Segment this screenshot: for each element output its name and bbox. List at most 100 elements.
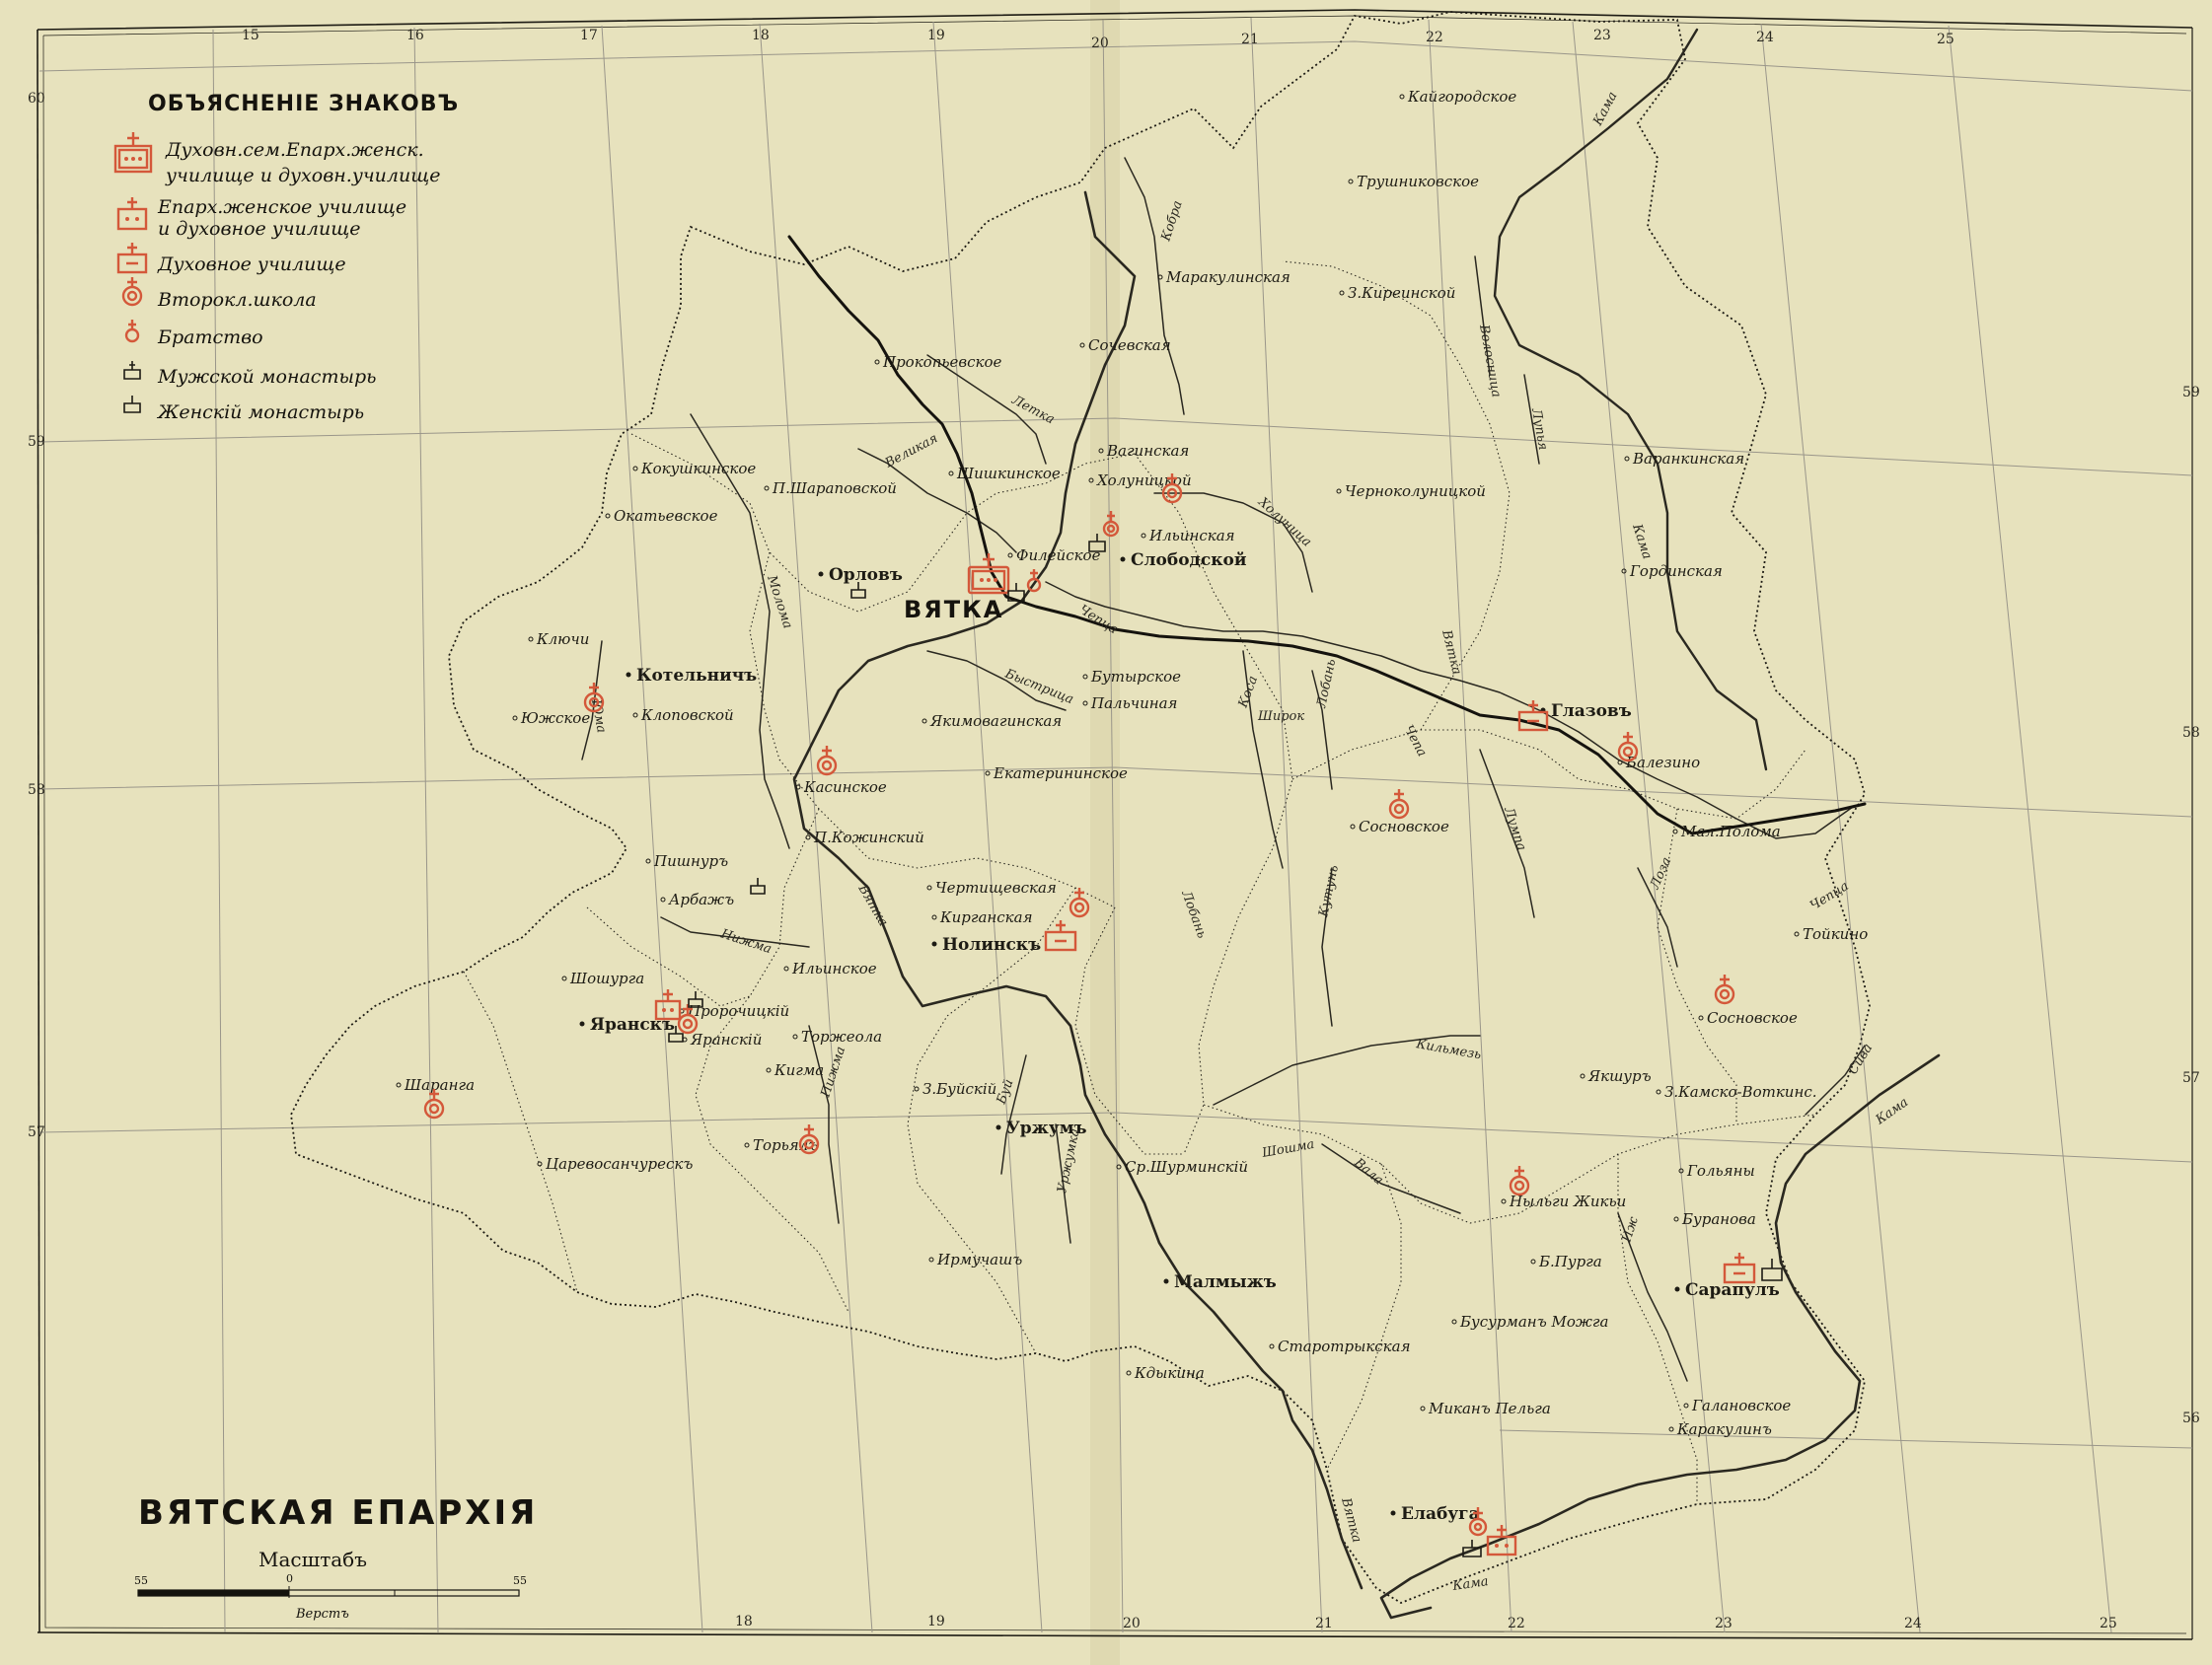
town-dot [626, 672, 631, 678]
grid-right-label: 56 [2182, 1411, 2200, 1426]
place-dot [1007, 552, 1013, 558]
place-marker: Якшуръ [1580, 1067, 1652, 1085]
place-dot [605, 513, 611, 519]
place-marker: Галановское [1683, 1397, 1791, 1414]
place-label: Шишкинское [956, 465, 1061, 482]
place-marker: Кайгородское [1399, 88, 1516, 106]
grid-right-label: 59 [2182, 385, 2200, 400]
second-class-school-icon [677, 1004, 699, 1035]
place-label: Якшуръ [1587, 1067, 1652, 1085]
place-marker: Якимовагинская [922, 712, 1062, 730]
river-kholunitsa [1153, 492, 1313, 593]
place-dot [1082, 674, 1088, 680]
river-nizhma [660, 916, 810, 948]
legend-item-mens-monastery: Мужской монастырь [123, 361, 376, 388]
district-boundaries [463, 260, 1816, 1504]
place-dot [1794, 931, 1800, 937]
place-label: Клоповской [640, 706, 734, 724]
river-letka [926, 354, 1047, 465]
place-dot [931, 914, 937, 920]
grid-bottom-label: 25 [2100, 1616, 2117, 1631]
town-dot [931, 941, 937, 947]
womens-school-icon [654, 989, 682, 1021]
grid-top-label: 23 [1593, 28, 1611, 43]
mens-monastery-icon [688, 991, 703, 1008]
legend-text: Духовн.сем.Епарх.женск. [165, 139, 424, 161]
capital-label: ВЯТКА [904, 596, 1003, 623]
place-label: Ильинское [791, 960, 877, 977]
place-marker: Ключи [528, 630, 589, 648]
place-dot [1088, 477, 1094, 483]
page-fold-shadow [1090, 0, 1120, 1665]
town-label: Малмыжъ [1174, 1272, 1277, 1292]
place-dot [1399, 94, 1405, 100]
place-dot [1451, 1319, 1457, 1325]
scale-bar-fill [138, 1590, 289, 1596]
place-dot [512, 715, 518, 721]
town-label: Уржумъ [1006, 1119, 1087, 1138]
place-marker: Каракулинъ [1668, 1420, 1772, 1438]
legend-title: ОБЪЯСНЕНІЕ ЗНАКОВЪ [148, 92, 459, 116]
town-dot [1120, 556, 1126, 562]
place-marker: Маракулинская [1157, 268, 1290, 286]
second-class-school-icon [1161, 473, 1183, 504]
grid-top-label: 17 [580, 28, 598, 43]
map-legend: ОБЪЯСНЕНІЕ ЗНАКОВЪ Духовн.сем.Епарх.женс… [113, 92, 459, 423]
place-label: Ключи [536, 630, 589, 648]
place-marker: Шаранга [396, 1076, 475, 1094]
grid-left-label: 59 [28, 434, 45, 450]
spiritual-school-icon [1044, 920, 1077, 952]
places-layer: КайгородскоеТрушниковскоеМаракулинскаяЗ.… [396, 88, 1868, 1438]
place-label: Буранова [1681, 1210, 1756, 1228]
place-label: Маракулинская [1165, 268, 1290, 286]
place-label: Ирмучашъ [936, 1251, 1022, 1268]
grid-left-label: 60 [28, 91, 45, 107]
town-label: Яранскъ [590, 1015, 675, 1035]
place-dot [1668, 1426, 1674, 1432]
place-dot [792, 1034, 798, 1040]
seminary-school-icon [967, 553, 1010, 595]
place-marker: Ирмучашъ [928, 1251, 1022, 1268]
place-marker: Кдыкина [1126, 1364, 1205, 1382]
town-label: Орловъ [829, 565, 903, 585]
place-marker: Тойкино [1794, 925, 1868, 943]
river-kutun [1321, 867, 1333, 1027]
legend-text: Духовное училище [157, 253, 346, 275]
place-dot [1126, 1370, 1132, 1376]
place-label: Миканъ Пельга [1428, 1400, 1551, 1417]
place-dot [1336, 488, 1342, 494]
place-dot [928, 1257, 934, 1263]
grid-bottom-label: 22 [1508, 1616, 1525, 1631]
womens-school-icon [116, 197, 148, 231]
place-dot [1580, 1073, 1585, 1079]
place-label: Бусурманъ Можга [1459, 1313, 1608, 1331]
place-marker: З.Камско-Воткинс. [1656, 1083, 1817, 1101]
legend-item-second-class-school: Второкл.школа [121, 277, 317, 311]
river-bui [1000, 1054, 1027, 1175]
grid-labels: 15 16 17 18 19 20 21 22 23 24 25 18 19 2… [28, 28, 2200, 1631]
place-label: Чертищевская [935, 879, 1057, 897]
town-dot [1674, 1286, 1680, 1292]
place-label: П.Шараповской [772, 479, 897, 497]
second-class-school-icon [1714, 975, 1735, 1005]
place-marker: Окатьевское [605, 507, 718, 525]
place-marker: Пальчиная [1082, 694, 1178, 712]
place-dot [795, 784, 801, 790]
river-label: Широк [1257, 709, 1304, 724]
grid-bottom-label: 18 [735, 1614, 753, 1629]
place-marker: Пишнуръ [645, 852, 728, 870]
place-marker: Миканъ Пельга [1420, 1400, 1551, 1417]
womens-monastery-icon [750, 878, 766, 895]
place-dot [1501, 1198, 1507, 1204]
river-kobra [1124, 157, 1185, 415]
womens-monastery-icon [1761, 1259, 1783, 1281]
river-velikaya [857, 448, 1017, 553]
place-label: Арбажъ [668, 891, 734, 908]
place-marker: Бутырское [1082, 668, 1181, 686]
place-dot [783, 966, 789, 972]
place-marker: З.Киреинской [1339, 284, 1455, 302]
place-label: Ильинская [1148, 527, 1235, 544]
place-dot [1621, 568, 1627, 574]
